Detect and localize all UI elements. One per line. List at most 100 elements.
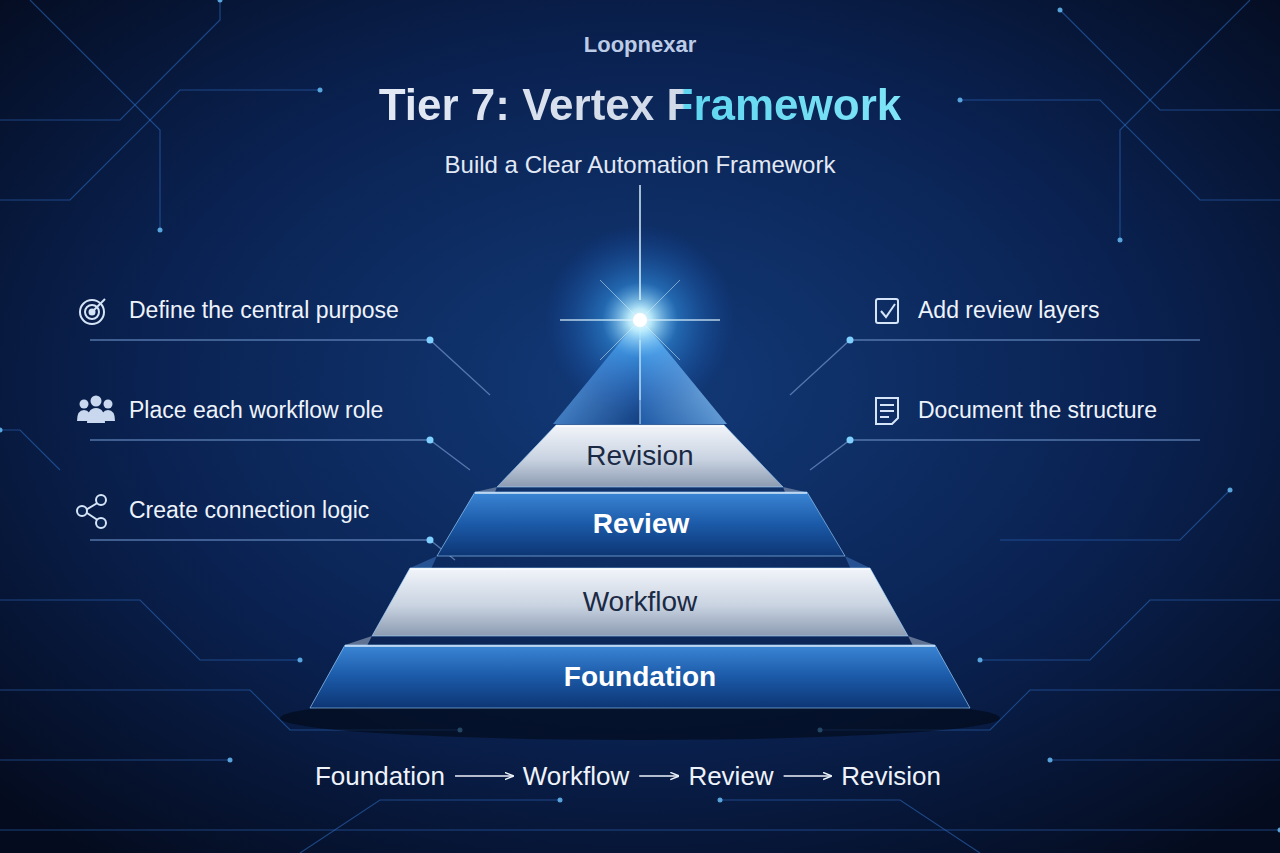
flow-step: Revision (838, 761, 944, 792)
share-icon (77, 495, 106, 528)
pyramid-tier: Review (437, 492, 845, 556)
circuit-line (0, 430, 60, 470)
tier-label: Foundation (310, 645, 970, 708)
step-item: Create connection logic (129, 497, 369, 525)
icon-head (80, 400, 89, 409)
circuit-line (0, 600, 300, 660)
icon-ring (80, 300, 104, 324)
circuit-dot (718, 798, 723, 803)
icon-arrow (92, 299, 105, 312)
icon-check (881, 304, 895, 317)
step-item: Document the structure (918, 397, 1157, 425)
star-ray (639, 340, 640, 400)
circuit-dot (228, 758, 233, 763)
circuit-dot (1278, 828, 1280, 833)
circuit-dot (1048, 758, 1053, 763)
leader-line (790, 340, 1200, 395)
circuit-line (30, 0, 160, 230)
flow-arrow (784, 775, 832, 777)
leader-dot (427, 337, 434, 344)
circuit-line (1120, 0, 1250, 240)
icon-page (876, 398, 898, 424)
circuit-line (300, 800, 560, 853)
icon-head (104, 400, 113, 409)
leader-line (810, 440, 1200, 470)
target-icon (80, 299, 105, 324)
leader-dot (427, 437, 434, 444)
star-rays (560, 185, 720, 400)
circuit-line (0, 829, 1280, 830)
circuit-line (1000, 490, 1230, 540)
icon-line (880, 416, 889, 418)
step-item: Define the central purpose (129, 297, 399, 325)
icon-head (91, 396, 102, 407)
circuit-dot (958, 98, 963, 103)
icon-box (876, 299, 898, 323)
flow-label: Foundation (315, 761, 445, 792)
icon-node (96, 495, 106, 505)
circuit-line (1060, 10, 1280, 110)
leader-line (90, 340, 490, 395)
icon-line (880, 410, 894, 412)
circuit-dot (298, 658, 303, 663)
circuit-dot (1118, 238, 1123, 243)
flow-arrow (639, 775, 678, 777)
tier-label: Revision (497, 425, 783, 487)
circuit-dot (978, 658, 983, 663)
tier-face (497, 425, 783, 487)
circuit-dot (1228, 488, 1233, 493)
circuit-dot (558, 798, 563, 803)
tier-highlight (345, 645, 935, 647)
icon-node (77, 506, 87, 516)
star-ray (600, 280, 680, 360)
tier-highlight (475, 492, 807, 494)
circuit-dot (1058, 8, 1063, 13)
circuit-dot (158, 228, 163, 233)
flow-step: Workflow (520, 761, 632, 792)
icon-line (880, 404, 894, 406)
star-ray (639, 185, 641, 300)
tier-label: Review (437, 492, 845, 556)
flow-step: Review (685, 761, 776, 792)
flow-arrow (455, 775, 513, 777)
icon-body (87, 408, 105, 423)
circuit-line (0, 0, 220, 120)
circuit-line (980, 600, 1280, 660)
circuit-line (1050, 759, 1280, 760)
document-icon (876, 398, 898, 424)
leader-line (90, 440, 470, 470)
flow-label: Revision (841, 761, 941, 792)
flow-step: Foundation (312, 761, 448, 792)
star-core (633, 313, 647, 327)
leader-dot (427, 537, 434, 544)
subtitle: Build a Clear Automation Framework (445, 151, 836, 180)
step-item: Add review layers (918, 297, 1100, 325)
tier-face (310, 645, 970, 708)
circuit-dot (318, 88, 323, 93)
step-item: Place each workflow role (129, 397, 383, 425)
tier-highlight (410, 568, 870, 570)
flow-label: Workflow (523, 761, 629, 792)
title: Tier 7: Vertex Framework (379, 80, 902, 130)
tier-face (437, 492, 845, 556)
tier-face (372, 568, 908, 636)
pyramid-tier: Foundation (310, 645, 970, 708)
circuit-line (720, 800, 980, 853)
circuit-dot (0, 428, 3, 433)
tier-label: Workflow (372, 568, 908, 636)
circuit-line (0, 759, 230, 760)
leader-dot (847, 437, 854, 444)
tier-highlight (556, 425, 724, 427)
pyramid-tier: Revision (497, 425, 783, 487)
checkbox-icon (876, 299, 898, 323)
leader-line (90, 540, 455, 560)
flow-label: Review (688, 761, 773, 792)
circuit-dot (218, 0, 223, 3)
star-ray (600, 280, 680, 360)
leader-lines (90, 340, 1200, 560)
leader-dot (847, 337, 854, 344)
pyramid-tier: Workflow (372, 568, 908, 636)
